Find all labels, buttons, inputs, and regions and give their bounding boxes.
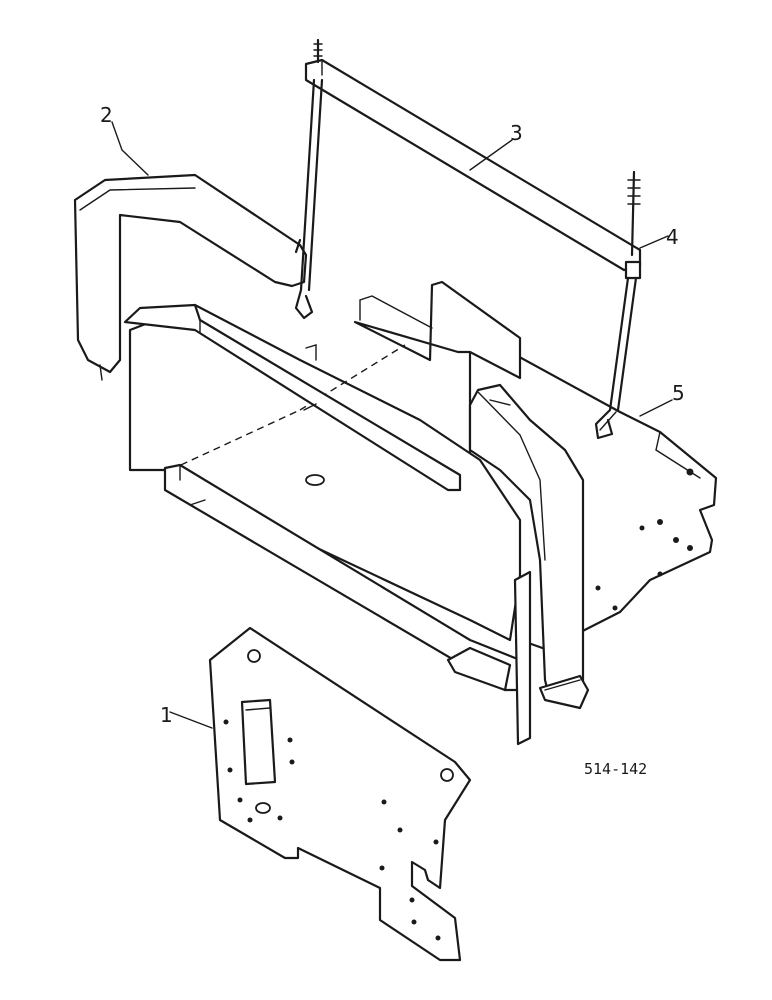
callout-4: 4 bbox=[666, 225, 679, 249]
plate-hole bbox=[223, 719, 229, 725]
callout-2: 2 bbox=[100, 103, 113, 127]
plate-hole bbox=[247, 817, 253, 823]
drawing-code: 514-142 bbox=[584, 760, 647, 778]
tray-hole bbox=[612, 605, 618, 611]
plate-hole bbox=[237, 797, 243, 803]
tray-hole bbox=[657, 571, 663, 577]
plate-hole bbox=[277, 815, 283, 821]
leader-line-4 bbox=[639, 235, 669, 249]
part-1-front-plate bbox=[208, 626, 472, 962]
plate-hole bbox=[255, 802, 271, 814]
part-4-j-bolt-right bbox=[594, 170, 642, 440]
plate-hole bbox=[247, 649, 261, 663]
plate-hole bbox=[397, 827, 403, 833]
plate-hole bbox=[435, 935, 441, 941]
part-4-j-bolt-left bbox=[294, 38, 324, 320]
plate-window bbox=[240, 698, 277, 786]
plate-hole bbox=[379, 865, 385, 871]
tray-hole bbox=[673, 537, 679, 543]
callout-1: 1 bbox=[160, 703, 173, 727]
leader-line-2 bbox=[111, 121, 149, 176]
plate-hole bbox=[227, 767, 233, 773]
plate-hole bbox=[411, 919, 417, 925]
plate-hole bbox=[381, 799, 387, 805]
callout-3: 3 bbox=[510, 121, 523, 145]
battery-box-body bbox=[119, 225, 590, 746]
part-3-cross-bar bbox=[304, 58, 642, 272]
part-2-hold-down-bracket bbox=[73, 173, 308, 381]
tray-hole bbox=[639, 525, 645, 531]
tray-hole bbox=[595, 585, 601, 591]
floor-slot bbox=[305, 474, 325, 486]
tray-hole bbox=[657, 519, 663, 525]
leader-line-1 bbox=[169, 711, 213, 729]
leader-line-5 bbox=[639, 399, 673, 417]
plate-hole bbox=[409, 897, 415, 903]
tray-hole bbox=[686, 468, 694, 476]
plate-hole bbox=[289, 759, 295, 765]
leader-line-3 bbox=[469, 139, 513, 171]
callout-5: 5 bbox=[672, 381, 685, 405]
plate-hole bbox=[433, 839, 439, 845]
plate-hole bbox=[440, 768, 454, 782]
plate-hole bbox=[287, 737, 293, 743]
tray-hole bbox=[687, 545, 693, 551]
